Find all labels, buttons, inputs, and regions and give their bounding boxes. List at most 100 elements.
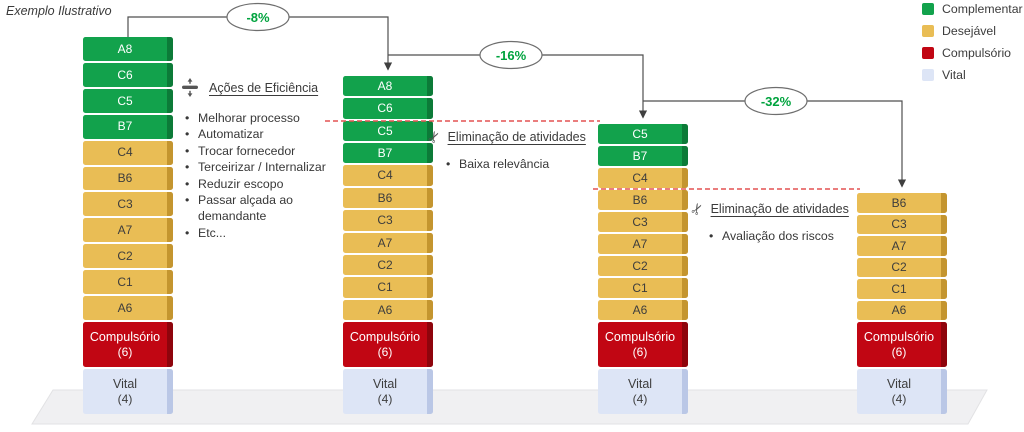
elimination-panel-header: ✂ Eliminação de atividades [686,199,848,219]
activity-block-b6: B6 [343,187,433,209]
block-label: Vital [112,376,138,391]
block-count: (6) [117,344,133,359]
elimination-bullet: Baixa relevância [446,156,586,173]
activity-block-c3: C3 [343,210,433,231]
block-label: C2 [632,258,648,273]
block-label: B6 [632,192,648,207]
block-label: Compulsório [604,329,676,344]
block-label: C5 [117,93,133,108]
block-label: Vital [627,376,653,391]
legend: Complementar Desejável Compulsório Vital [922,2,1023,90]
activity-block-b7: B7 [598,146,688,166]
activity-block-a7: A7 [83,218,173,243]
activity-block-b7: B7 [343,143,433,164]
legend-item-compulsorio: Compulsório [922,46,1023,60]
efficiency-bullet: Automatizar [185,126,343,143]
elimination-bullets: Avaliação dos riscos [709,228,849,245]
activity-block-c5: C5 [598,124,688,144]
activity-block-b6: B6 [83,166,173,191]
complementar-swatch-icon [922,3,934,15]
block-count: (4) [632,391,648,406]
elimination-panel-2: ✂ Eliminação de atividades Avaliação dos… [686,199,849,245]
desejavel-swatch-icon [922,25,934,37]
activity-block-c3: C3 [598,212,688,232]
block-label: Compulsório [349,329,421,344]
activity-block-b7: B7 [83,114,173,139]
efficiency-bullet: Reduzir escopo [185,176,343,193]
block-label: C4 [117,145,133,160]
activity-block-c3: C3 [83,192,173,217]
compulsorio-swatch-icon [922,47,934,59]
block-label: B7 [632,148,648,163]
page-title: Exemplo Ilustrativo [6,4,112,18]
block-label: A7 [632,236,648,251]
block-label: C4 [632,170,648,185]
activity-block-c6: C6 [343,98,433,119]
block-label: A7 [891,238,907,253]
reduction-badge-8: -8% [246,9,270,25]
block-label: C2 [377,257,393,272]
block-label: C4 [377,168,393,183]
activity-block-vital: Vital(4) [83,368,173,414]
activity-block-c5: C5 [83,88,173,113]
legend-label: Complementar [942,2,1023,16]
block-label: B6 [377,190,393,205]
block-label: A8 [377,78,393,93]
activity-block-compuls-rio: Compulsório(6) [857,322,947,367]
activity-block-c5: C5 [343,120,433,142]
activity-block-vital: Vital(4) [598,369,688,414]
block-label: B7 [377,146,393,161]
block-label: C5 [632,126,648,141]
activity-block-c1: C1 [83,270,173,295]
block-label: Compulsório [89,329,161,344]
block-label: C5 [377,123,393,138]
elimination-panel-title: Eliminação de atividades [447,130,586,144]
block-label: C6 [117,67,133,82]
efficiency-bullet: Passar alçada ao demandante [185,192,343,225]
block-label: C1 [117,274,133,289]
block-label: C2 [891,260,907,275]
block-label: A8 [117,41,133,56]
block-label: Vital [886,376,912,391]
elimination-panel-header: ✂ Eliminação de atividades [423,127,586,147]
activity-block-c1: C1 [343,277,433,298]
activity-block-c2: C2 [83,244,173,269]
efficiency-bullet: Melhorar processo [185,110,343,127]
block-label: C3 [632,214,648,229]
legend-label: Vital [942,68,966,82]
compress-icon [182,78,198,97]
efficiency-actions-panel: Ações de Eficiência Melhorar processo Au… [181,78,343,242]
legend-item-desejavel: Desejável [922,24,1023,38]
activity-block-compuls-rio: Compulsório(6) [343,321,433,367]
block-label: C1 [891,281,907,296]
legend-label: Compulsório [942,46,1012,60]
block-count: (4) [117,391,133,406]
reduction-badge-16: -16% [495,47,527,63]
activity-block-c1: C1 [598,278,688,298]
activity-block-c1: C1 [857,279,947,299]
activity-block-a6: A6 [343,299,433,320]
activity-block-b6: B6 [598,190,688,210]
activity-block-a7: A7 [857,236,947,256]
block-label: A6 [632,302,648,317]
activity-block-c2: C2 [343,254,433,276]
activity-block-a6: A6 [83,296,173,320]
activity-block-a8: A8 [343,76,433,97]
legend-item-vital: Vital [922,68,1023,82]
block-label: C6 [377,101,393,116]
elimination-bullets: Baixa relevância [446,156,586,173]
activity-block-b6: B6 [857,193,947,213]
block-label: A7 [117,223,133,238]
block-label: C3 [377,213,393,228]
block-label: C1 [377,280,393,295]
block-label: C2 [117,249,133,263]
block-label: C1 [632,280,648,295]
activity-block-vital: Vital(4) [857,369,947,414]
block-label: C3 [117,197,133,212]
vital-swatch-icon [922,69,934,81]
block-count: (6) [377,344,393,359]
